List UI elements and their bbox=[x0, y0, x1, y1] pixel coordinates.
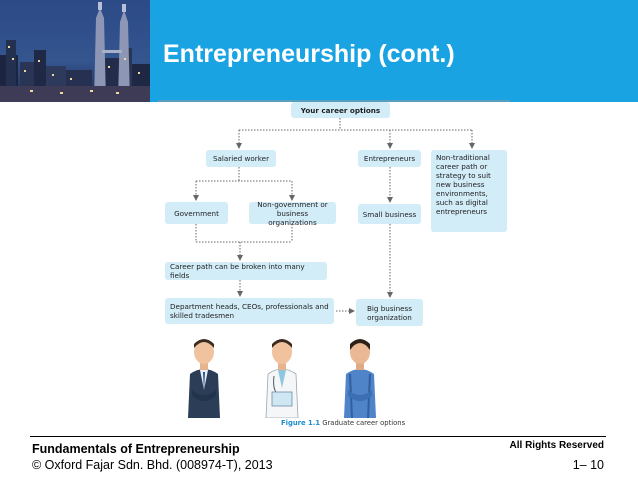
footer-page-number: 1– 10 bbox=[572, 458, 604, 472]
node-entrepreneurs: Entrepreneurs bbox=[358, 150, 421, 167]
tradesman-figure bbox=[344, 339, 376, 418]
doctor-figure bbox=[265, 339, 299, 418]
figure-caption: Figure 1.1 Graduate career options bbox=[281, 419, 405, 427]
businessman-figure bbox=[188, 339, 220, 418]
footer-book-title: Fundamentals of Entrepreneurship bbox=[32, 442, 240, 456]
slide-title: Entrepreneurship (cont.) bbox=[163, 40, 455, 68]
node-career-path-fields: Career path can be broken into many fiel… bbox=[165, 262, 327, 280]
figure-caption-label: Figure 1.1 bbox=[281, 419, 321, 427]
node-salaried-worker: Salaried worker bbox=[206, 150, 276, 167]
footer-rule bbox=[30, 436, 606, 437]
city-skyline-image bbox=[0, 0, 150, 102]
professional-figures bbox=[188, 339, 376, 418]
figure-caption-text: Graduate career options bbox=[322, 419, 406, 427]
node-department-heads: Department heads, CEOs, professionals an… bbox=[165, 298, 334, 324]
node-non-traditional: Non-traditional career path or strategy … bbox=[431, 150, 507, 232]
node-non-government: Non-government or business organizations bbox=[249, 200, 336, 227]
node-small-business: Small business bbox=[358, 204, 421, 224]
node-your-career-options: Your career options bbox=[291, 102, 390, 118]
footer-rights: All Rights Reserved bbox=[509, 440, 604, 451]
node-government: Government bbox=[165, 202, 228, 224]
diagram-connectors bbox=[158, 100, 510, 314]
career-options-diagram: Your career options Salaried worker Entr… bbox=[158, 98, 510, 432]
footer-copyright: © Oxford Fajar Sdn. Bhd. (008974-T), 201… bbox=[32, 458, 273, 472]
node-big-business: Big business organization bbox=[356, 299, 423, 326]
